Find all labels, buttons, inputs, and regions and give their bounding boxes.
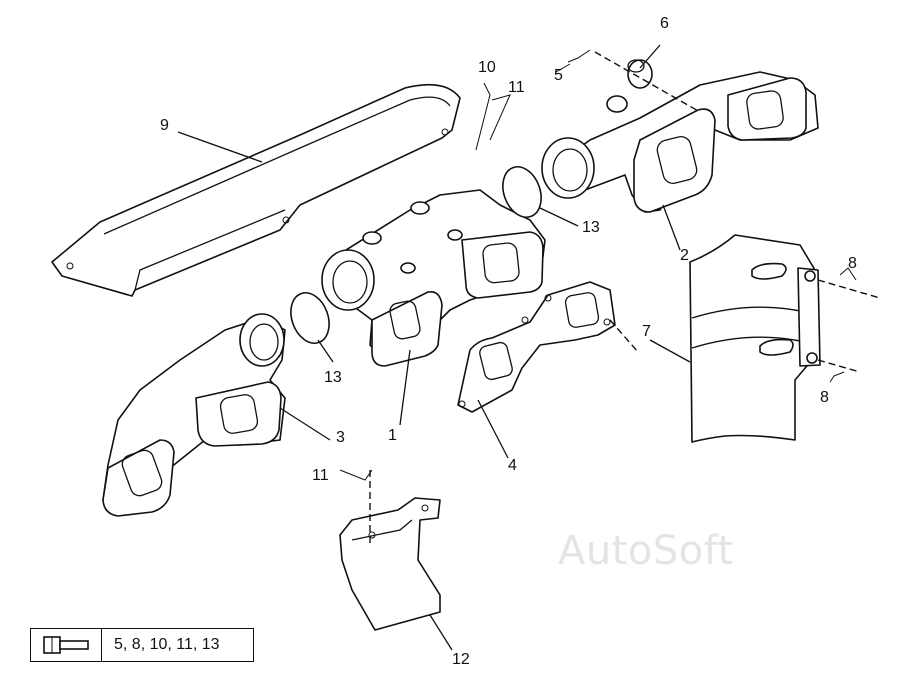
callout-11-lower: 11: [312, 467, 329, 484]
heat-shield-part-7: [689, 234, 821, 443]
callout-4: 4: [508, 457, 517, 474]
callout-12: 12: [452, 651, 470, 668]
bolt-icon: [43, 636, 89, 654]
gasket-ring-part-13-upper: [502, 166, 542, 218]
watermark: AutoSoft: [558, 528, 734, 574]
heat-shield-part-9: [51, 83, 461, 297]
fastener-legend: 5, 8, 10, 11, 13: [30, 628, 254, 662]
callout-8-upper: 8: [848, 255, 857, 272]
callout-13-lower: 13: [324, 369, 342, 386]
legend-text: 5, 8, 10, 11, 13: [114, 636, 220, 653]
callout-1: 1: [388, 427, 397, 444]
legend-icon-cell: [31, 629, 102, 661]
flange-gasket-part-4: [457, 281, 616, 413]
leader-lines: [177, 44, 881, 651]
right-manifold-part-2: [541, 59, 819, 213]
callout-5: 5: [554, 67, 563, 84]
callout-7: 7: [642, 323, 651, 340]
center-manifold-part-1: [321, 189, 546, 367]
callout-9: 9: [160, 117, 169, 134]
callout-2: 2: [680, 247, 689, 264]
callout-10: 10: [478, 59, 496, 76]
left-manifold-part-3: [102, 313, 286, 517]
callout-6: 6: [660, 15, 669, 32]
callout-13-upper: 13: [582, 219, 600, 236]
bracket-part-12: [339, 497, 441, 631]
callout-8-lower: 8: [820, 389, 829, 406]
callout-11-upper: 11: [508, 79, 525, 96]
callout-3: 3: [336, 429, 345, 446]
